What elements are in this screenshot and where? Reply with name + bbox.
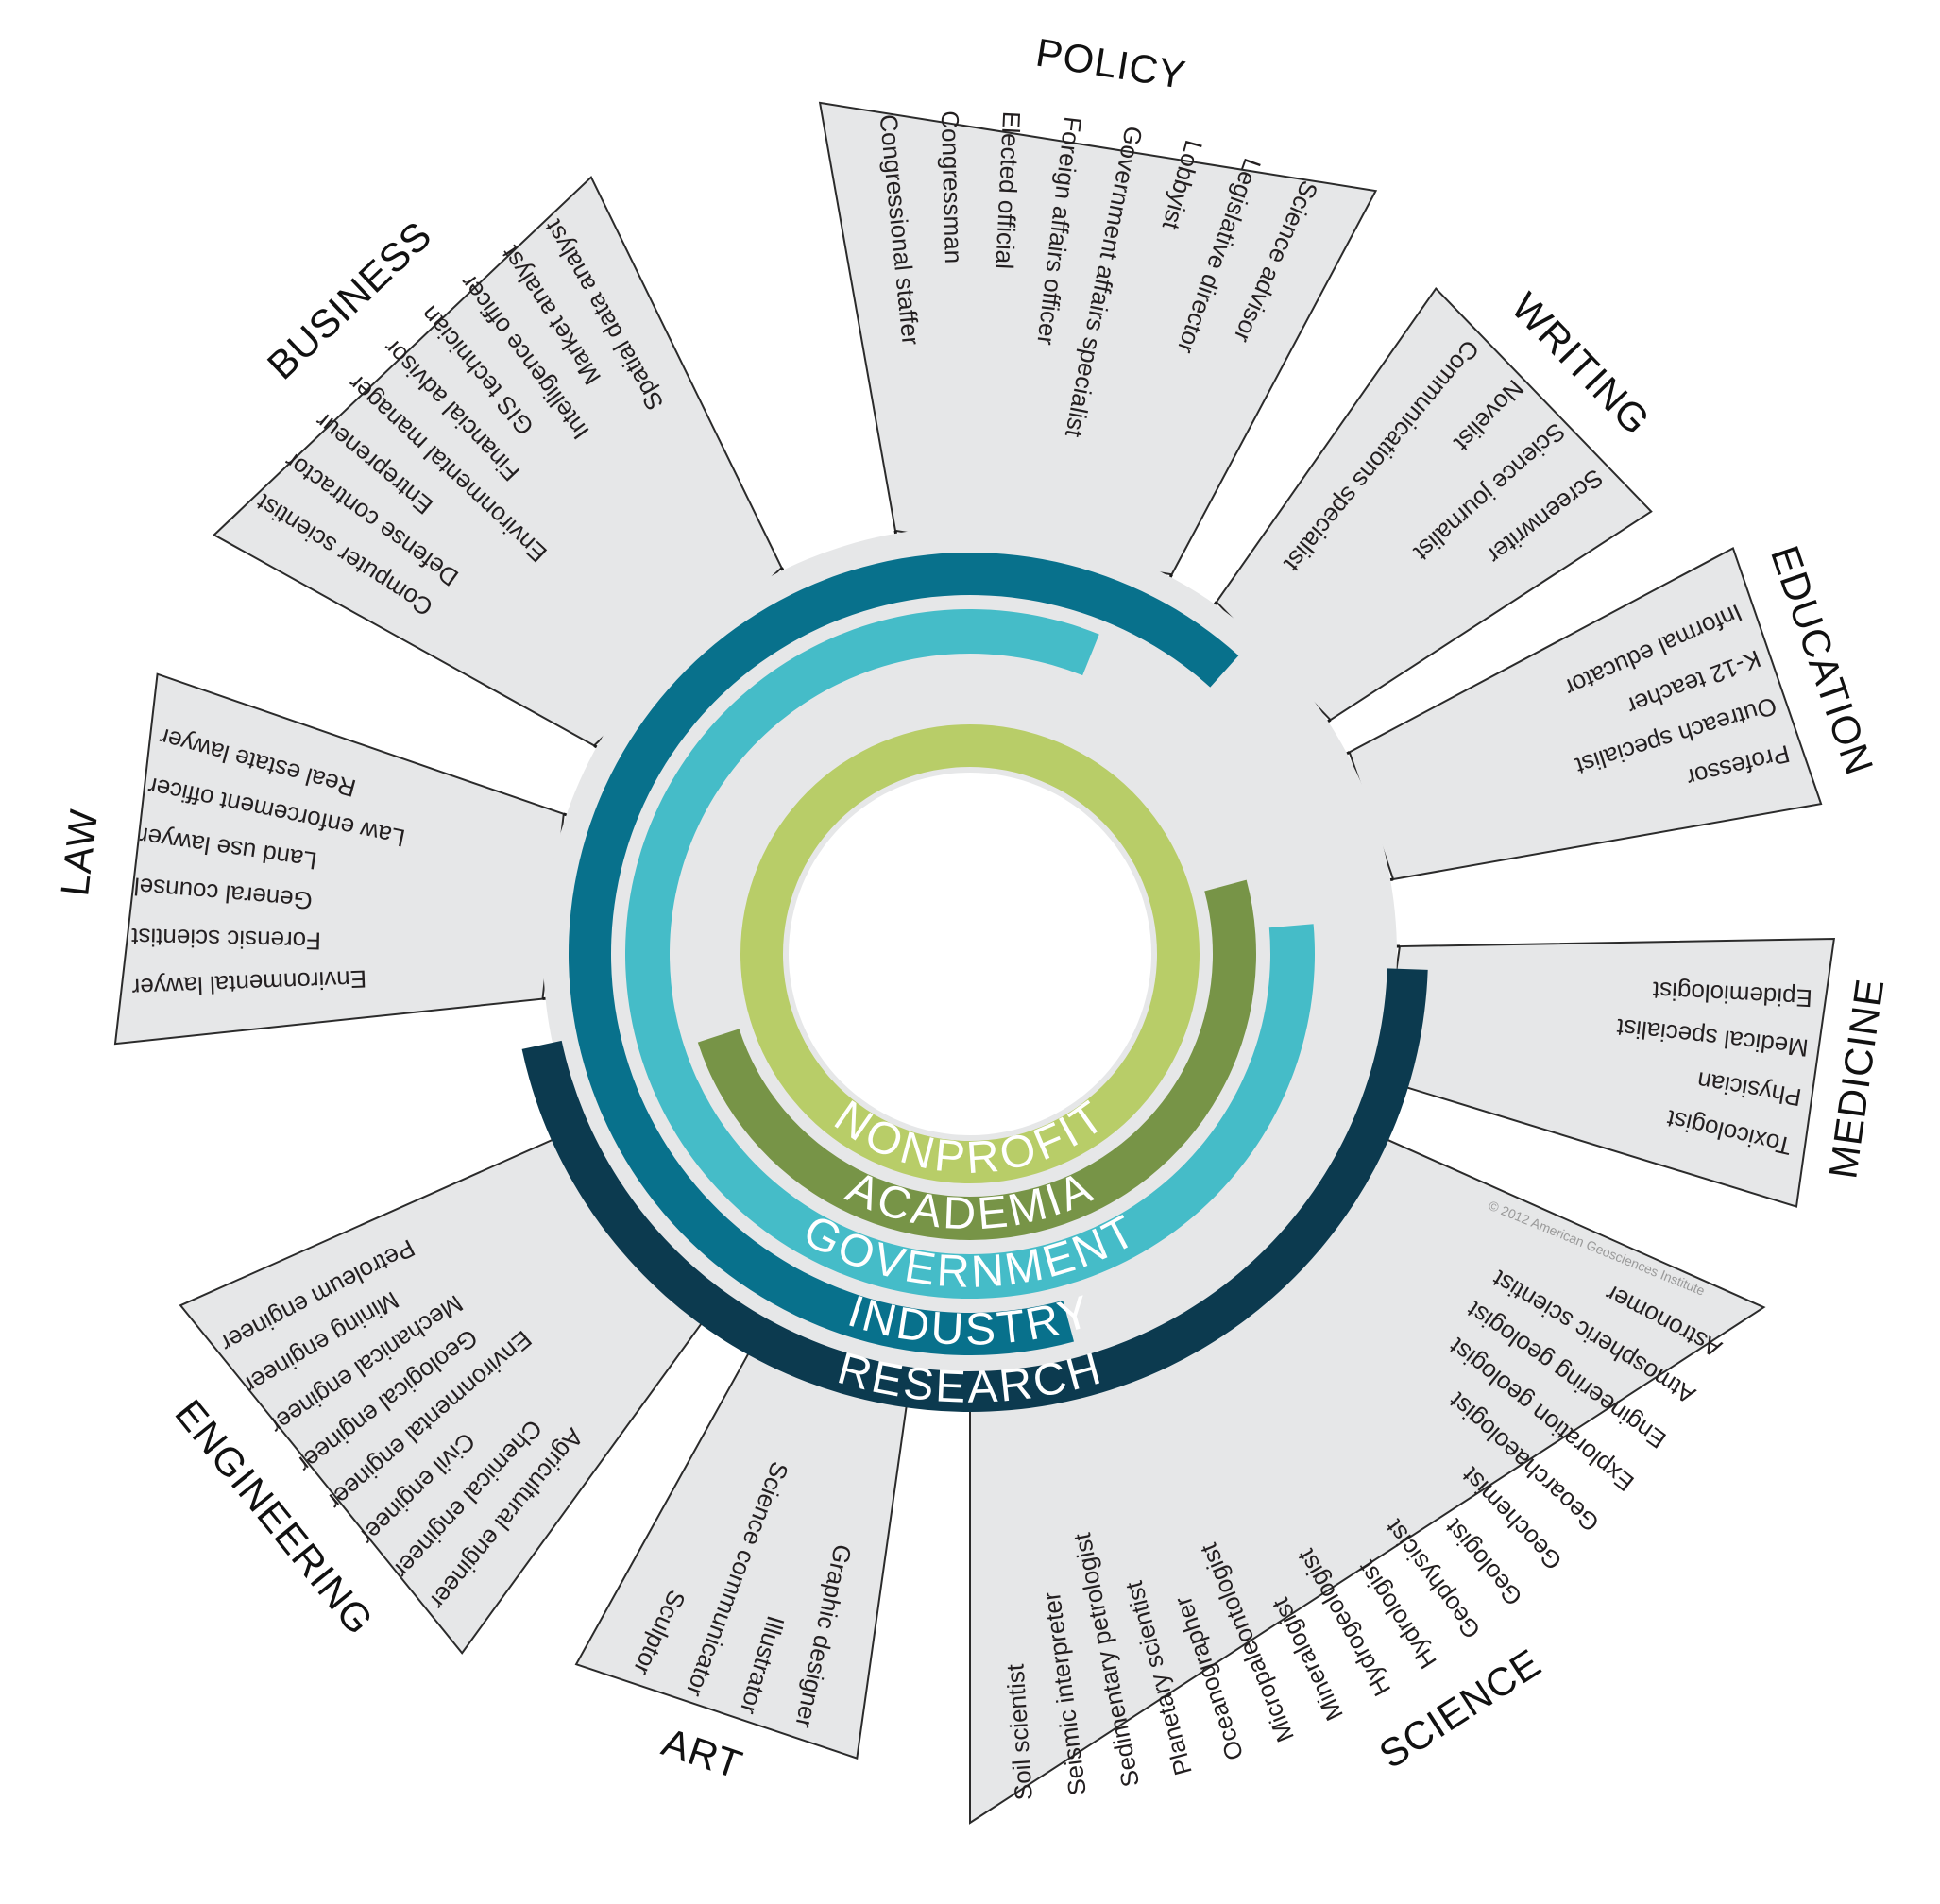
sector-panel-education (1348, 547, 1823, 881)
career-item: Forensic scientist (130, 923, 321, 956)
sector-title-law: LAW (52, 807, 106, 898)
sector-title-medicine: MEDICINE (1820, 976, 1892, 1182)
ring-industry (568, 552, 1239, 1355)
ring-labels: RESEARCHINDUSTRYGOVERNMENTACADEMIANONPRO… (795, 1091, 1142, 1412)
sector-panel-policy (818, 101, 1378, 576)
career-item: Congressman (936, 110, 968, 264)
center-hole (789, 773, 1151, 1135)
ring-academia (697, 879, 1256, 1240)
sector-title-art: ART (656, 1719, 748, 1787)
sector-panel-writing (1215, 286, 1653, 722)
employer-rings (521, 527, 1428, 1413)
sector-title-science: SCIENCE (1371, 1640, 1549, 1776)
sector-title-policy: POLICY (1033, 30, 1189, 97)
